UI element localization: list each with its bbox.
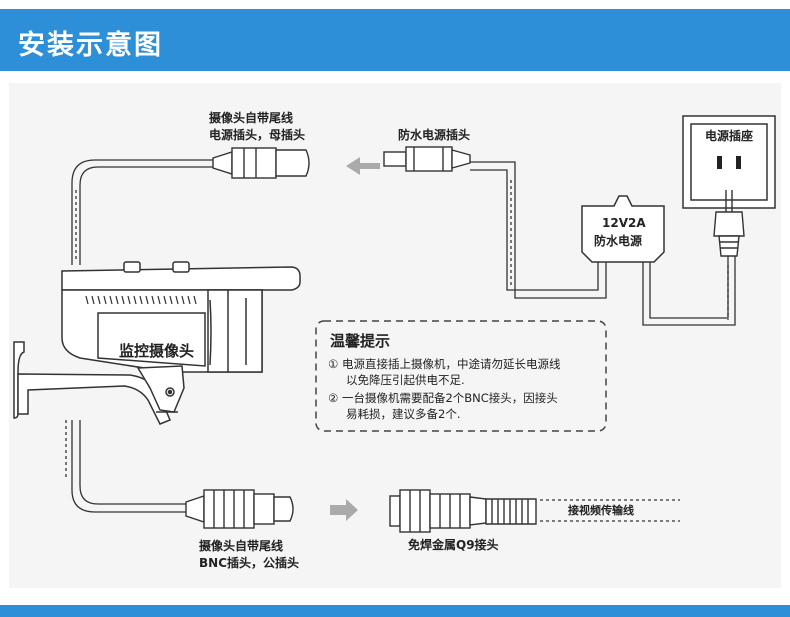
pigtail-power-label-1: 摄像头自带尾线 xyxy=(209,111,294,125)
header-bar: 安装示意图 xyxy=(0,9,790,71)
waterproof-plug xyxy=(383,146,471,172)
connect-arrow-power xyxy=(346,157,380,175)
wall-socket xyxy=(682,115,776,209)
video-line-dashes xyxy=(540,499,680,522)
psu-label-2: 防水电源 xyxy=(594,234,643,248)
socket-cable xyxy=(642,256,736,326)
camera-label: 监控摄像头 xyxy=(119,342,195,360)
tip-1-line-1: ① 电源直接插上摄像机，中途请勿延长电源线 xyxy=(328,357,561,371)
bnc-male-connector xyxy=(185,489,294,529)
female-power-connector xyxy=(212,147,310,179)
socket-label: 电源插座 xyxy=(705,129,754,143)
footer-bar xyxy=(0,605,790,617)
tips-title: 温馨提示 xyxy=(330,332,391,350)
page-title: 安装示意图 xyxy=(18,30,163,61)
psu-label-1: 12V2A xyxy=(602,216,646,230)
video-line-label: 接视频传输线 xyxy=(568,504,634,517)
pigtail-bnc-cable xyxy=(65,420,190,513)
pigtail-bnc-label-1: 摄像头自带尾线 xyxy=(199,539,284,553)
waterproof-plug-label: 防水电源插头 xyxy=(398,128,471,142)
camera-body xyxy=(61,261,301,373)
power-supply-box xyxy=(581,195,665,263)
tip-2-line-1: ② 一台摄像机需要配备2个BNC接头，因接头 xyxy=(328,391,558,405)
pigtail-bnc-label-2: BNC插头，公插头 xyxy=(199,556,299,570)
tip-2-line-2: 易耗损，建议多备2个. xyxy=(346,407,461,421)
pigtail-power-cable xyxy=(71,159,213,265)
camera-bracket xyxy=(13,341,185,425)
psu-cable xyxy=(470,161,607,299)
tip-1-line-2: 以免降压引起供电不足. xyxy=(346,373,465,387)
connect-arrow-bnc xyxy=(330,499,358,521)
power-plug xyxy=(713,190,745,257)
pigtail-power-label-2: 电源插头，母插头 xyxy=(209,128,306,142)
q9-connector-label: 免焊金属Q9接头 xyxy=(408,538,499,552)
q9-connector xyxy=(389,489,537,533)
tips-box xyxy=(315,320,607,432)
camera-vents xyxy=(85,295,197,305)
